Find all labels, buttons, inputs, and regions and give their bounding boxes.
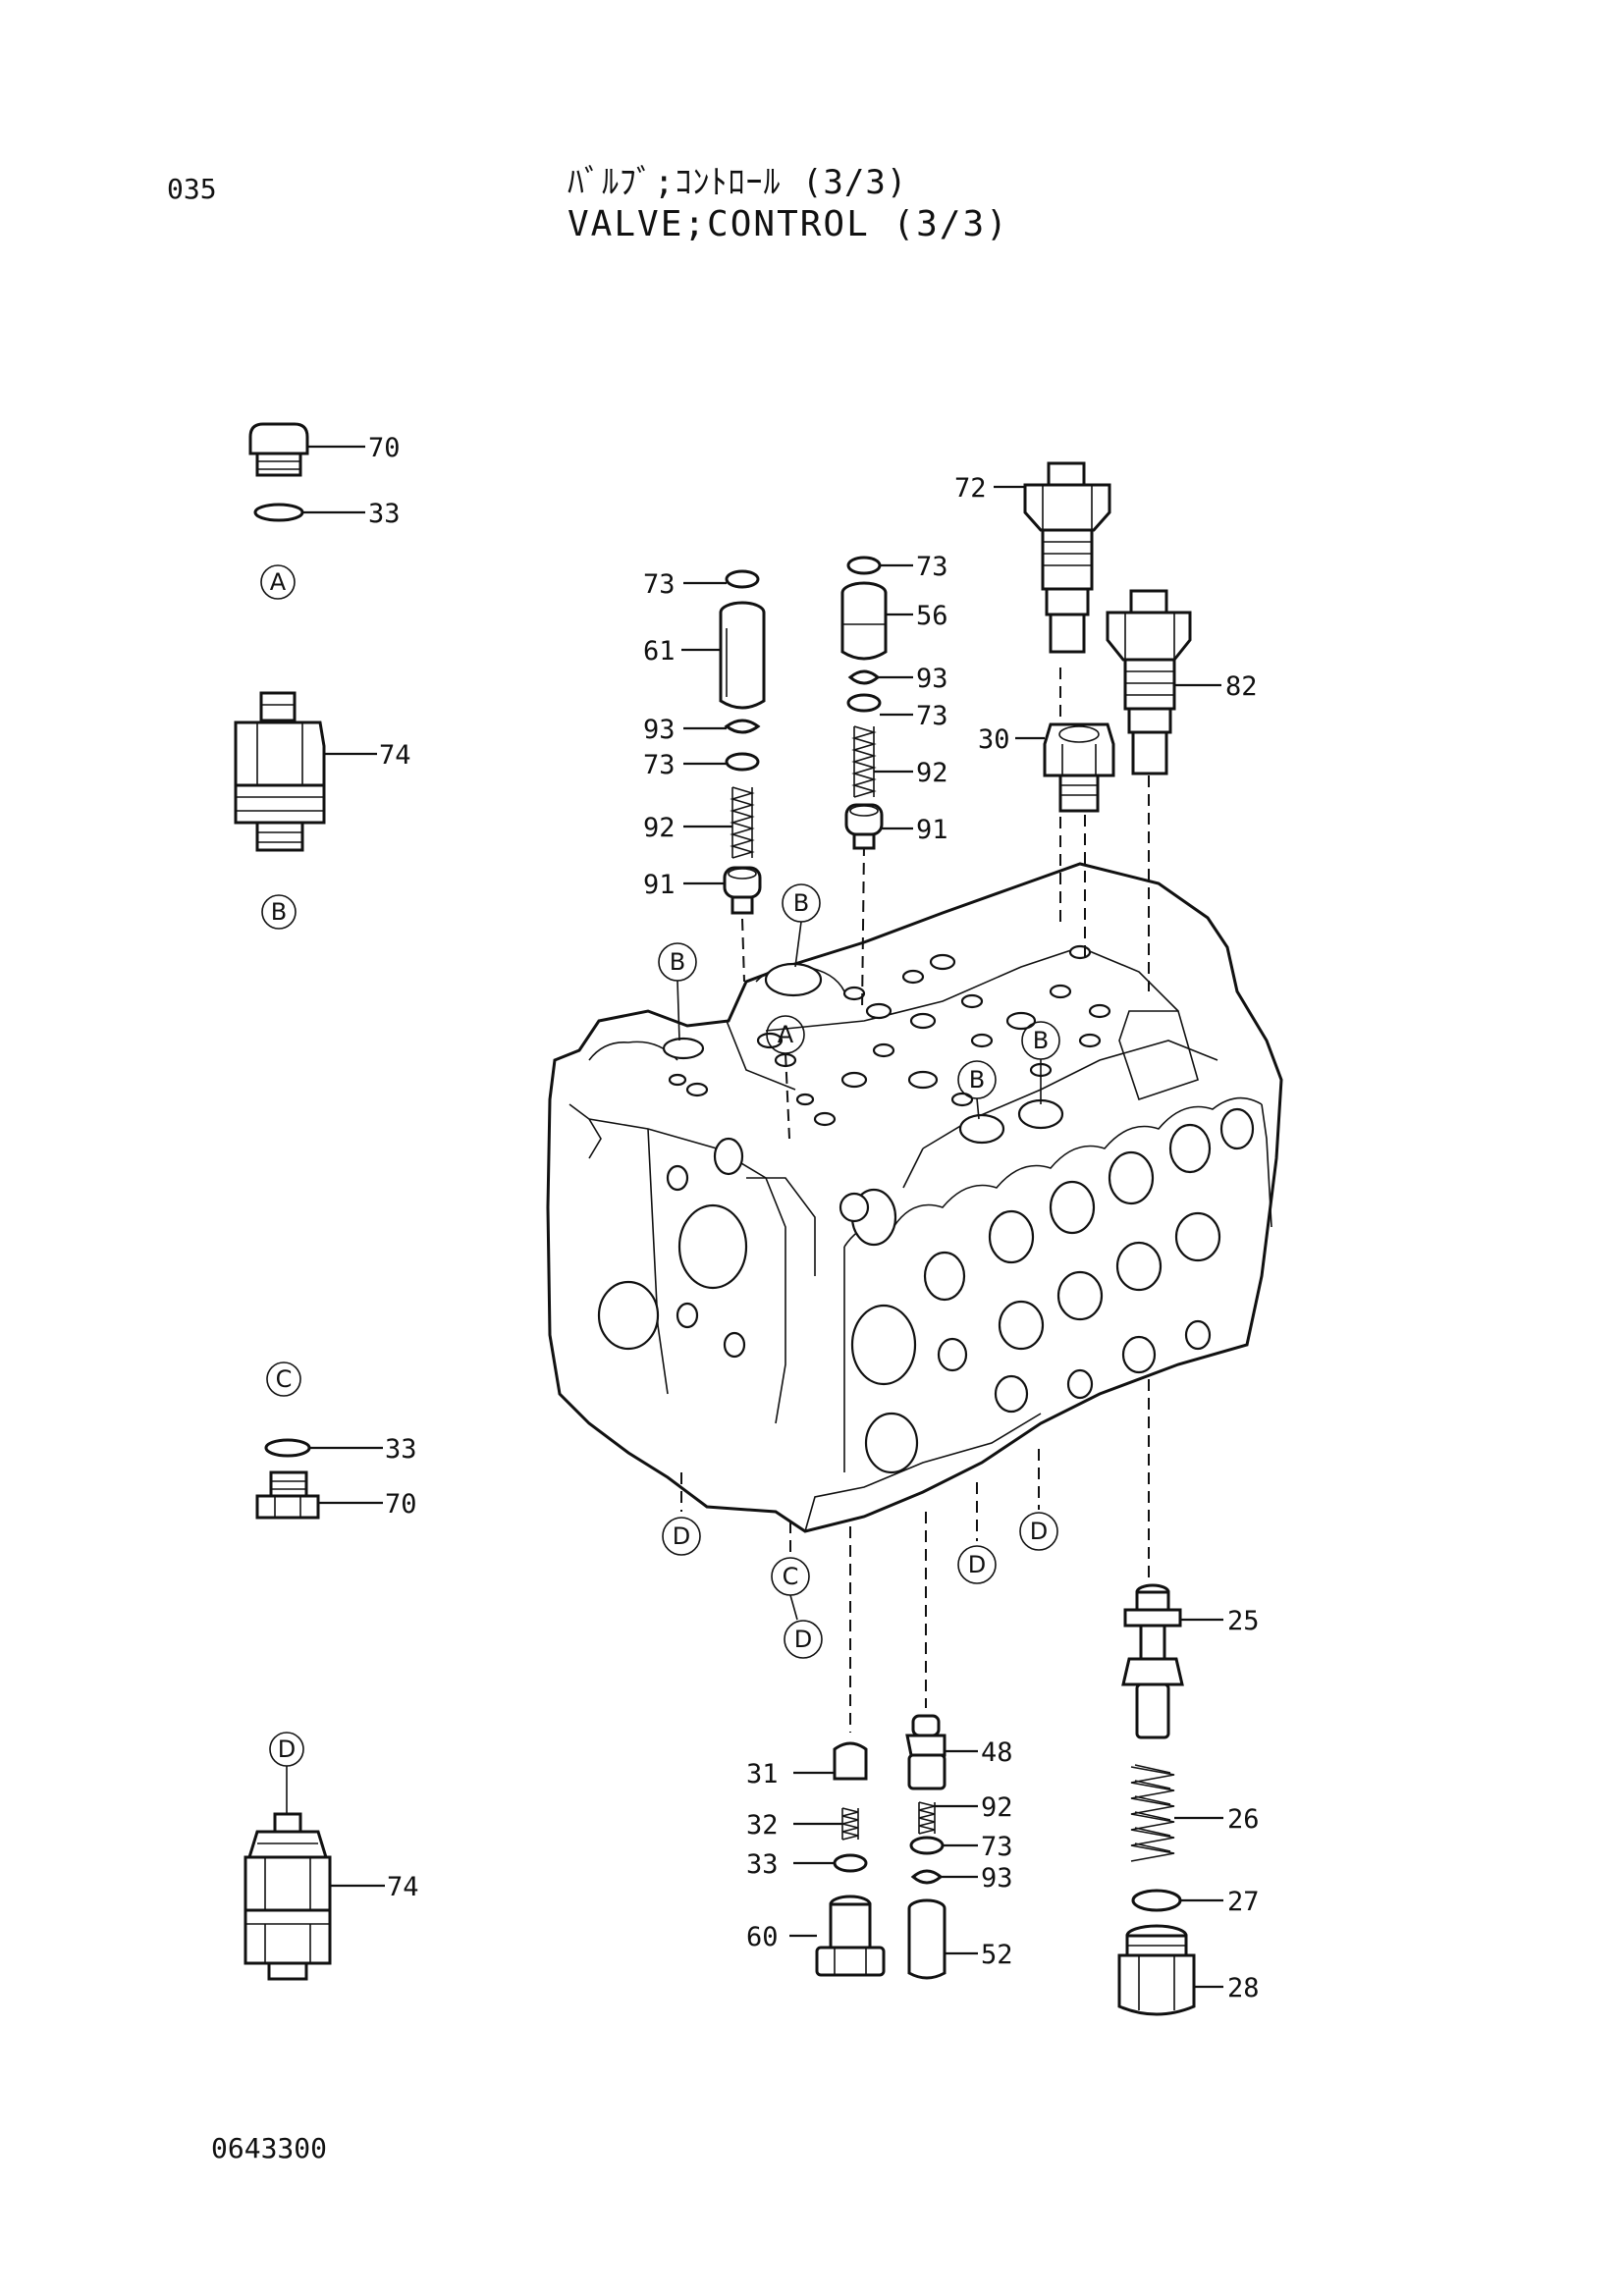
valve-part-72 <box>1023 461 1111 654</box>
poppet-part-91-stack1 <box>723 866 762 915</box>
label-73-bottom: 73 <box>981 1832 1013 1862</box>
sleeve-part-61 <box>719 601 766 710</box>
title-english: VALVE;CONTROL (3/3) <box>568 204 1009 244</box>
callout-b-body-2: B <box>793 889 809 917</box>
label-93-stack1: 93 <box>643 715 676 745</box>
label-82: 82 <box>1225 671 1258 702</box>
label-26: 26 <box>1227 1804 1260 1835</box>
callout-circle-c-left <box>266 1362 301 1397</box>
o-ring-part-73-stack1-lower <box>725 752 760 772</box>
valve-body-ports <box>597 944 1255 1474</box>
o-ring-part-73-stack2-top <box>846 556 882 575</box>
callout-b-body-1: B <box>670 948 685 976</box>
spring-part-92-stack1 <box>730 786 755 859</box>
callout-circle-d-bottom-2 <box>784 1620 823 1659</box>
label-30: 30 <box>978 724 1010 755</box>
label-91-stack2: 91 <box>916 815 948 845</box>
label-33-bottom: 33 <box>746 1849 779 1880</box>
callout-c-bottom: C <box>783 1563 799 1590</box>
label-56: 56 <box>916 601 948 631</box>
callout-circle-a-left <box>260 564 296 600</box>
plug-part-60 <box>815 1895 886 1977</box>
page-number: 035 <box>167 173 217 205</box>
o-ring-part-33-top <box>253 503 304 522</box>
label-31: 31 <box>746 1759 779 1789</box>
label-73-stack1-lower: 73 <box>643 750 676 780</box>
callout-b-body-4: B <box>1033 1027 1049 1054</box>
valve-part-30 <box>1043 722 1115 813</box>
label-93-stack2: 93 <box>916 664 948 694</box>
drawing-number: 0643300 <box>211 2132 328 2164</box>
label-28: 28 <box>1227 1973 1260 2003</box>
label-70-top: 70 <box>368 433 401 463</box>
spring-part-32 <box>841 1807 859 1841</box>
sleeve-part-52 <box>907 1898 947 1980</box>
label-52: 52 <box>981 1940 1013 1970</box>
poppet-part-48 <box>905 1714 947 1790</box>
label-33-top: 33 <box>368 499 401 529</box>
label-74-bottom: 74 <box>387 1872 419 1902</box>
label-32: 32 <box>746 1810 779 1841</box>
callout-b-body-3: B <box>969 1066 985 1094</box>
label-27: 27 <box>1227 1887 1260 1917</box>
label-48: 48 <box>981 1737 1013 1768</box>
control-valve-body <box>546 862 1283 1533</box>
snap-ring-part-93-stack2 <box>847 669 881 685</box>
spring-part-26 <box>1130 1764 1175 1862</box>
callout-circle-d-bottom-3 <box>957 1545 997 1584</box>
callout-a-left: A <box>270 568 287 596</box>
callout-circle-b-left <box>261 894 297 930</box>
o-ring-part-73-stack2-lower <box>846 693 882 713</box>
plug-part-70-top <box>248 422 309 477</box>
snap-ring-part-93-stack1 <box>724 719 761 734</box>
label-73-stack1-top: 73 <box>643 569 676 600</box>
label-74-top: 74 <box>379 740 411 771</box>
spool-part-25 <box>1121 1583 1184 1739</box>
label-70-lower: 70 <box>385 1489 417 1520</box>
o-ring-part-73-bottom <box>909 1836 945 1855</box>
title-japanese: ﾊﾞﾙﾌﾞ;ｺﾝﾄﾛｰﾙ (3/3) <box>568 163 908 202</box>
valve-part-82 <box>1106 589 1192 775</box>
spring-part-92-stack2 <box>851 725 877 798</box>
o-ring-part-27 <box>1131 1889 1182 1912</box>
spring-part-92-bottom <box>918 1801 936 1835</box>
label-92-stack2: 92 <box>916 758 948 788</box>
callout-d-bottom-4: D <box>1030 1518 1048 1545</box>
plug-part-28 <box>1117 1924 1196 2016</box>
callout-a-body: A <box>778 1021 794 1048</box>
label-93-bottom: 93 <box>981 1863 1013 1894</box>
label-72: 72 <box>954 473 987 504</box>
label-25: 25 <box>1227 1606 1260 1636</box>
snap-ring-part-93-bottom <box>910 1869 944 1885</box>
label-60: 60 <box>746 1922 779 1952</box>
callout-b-left: B <box>271 898 287 926</box>
relief-valve-part-74-bottom <box>243 1812 332 1981</box>
o-ring-part-33-lower <box>264 1438 311 1458</box>
callout-d-left: D <box>278 1735 296 1763</box>
label-73-stack2-lower: 73 <box>916 701 948 731</box>
callout-circle-d-bottom-4 <box>1019 1512 1058 1551</box>
plug-part-70-lower <box>255 1470 320 1520</box>
label-61: 61 <box>643 636 676 667</box>
label-33-lower: 33 <box>385 1434 417 1465</box>
poppet-part-31 <box>833 1741 868 1781</box>
callout-d-bottom-1: D <box>673 1522 690 1550</box>
label-91-stack1: 91 <box>643 870 676 900</box>
o-ring-part-33-bottom <box>833 1853 868 1873</box>
relief-valve-part-74-top <box>234 691 326 852</box>
label-73-stack2-top: 73 <box>916 552 948 582</box>
label-92-stack1: 92 <box>643 813 676 843</box>
callout-d-bottom-3: D <box>968 1551 986 1578</box>
callout-circle-d-bottom-1 <box>662 1517 701 1556</box>
callout-d-bottom-2: D <box>794 1626 812 1653</box>
poppet-part-91-stack2 <box>844 803 884 850</box>
callout-c-left: C <box>276 1365 293 1393</box>
label-92-bottom: 92 <box>981 1792 1013 1823</box>
plug-part-56 <box>840 581 888 661</box>
o-ring-part-73-stack1-top <box>725 569 760 589</box>
